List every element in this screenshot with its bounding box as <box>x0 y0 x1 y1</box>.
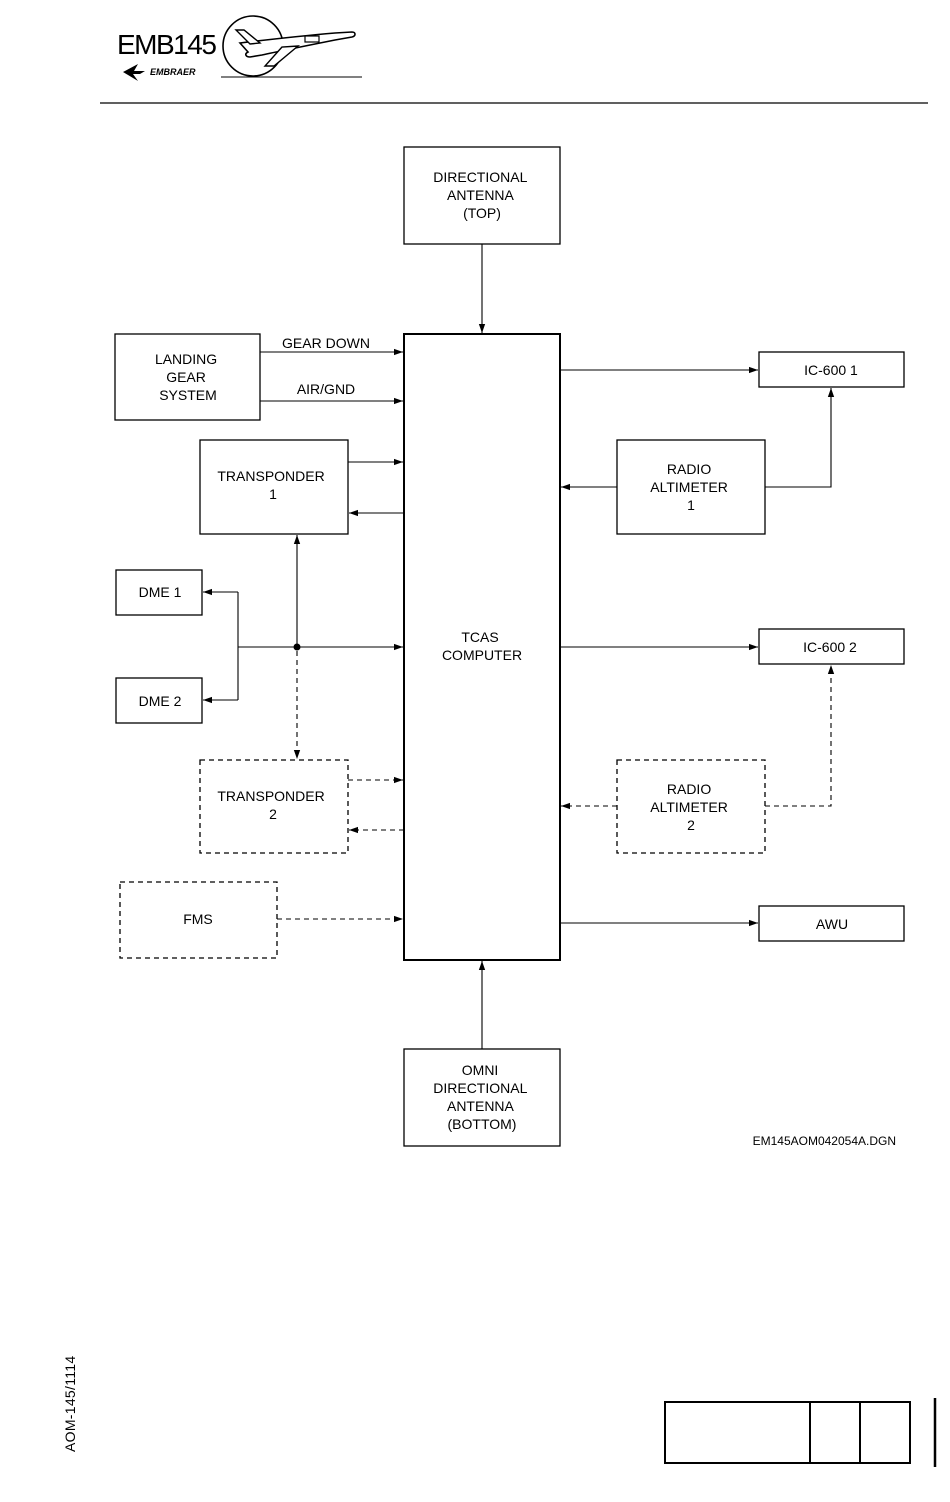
aircraft-icon <box>223 16 355 76</box>
embraer-logo: EMB145 EMBRAER <box>117 16 362 81</box>
ic600-1-label: IC-600 1 <box>804 362 858 378</box>
dme-1-label: DME 1 <box>139 584 182 600</box>
awu-label: AWU <box>816 916 848 932</box>
radio-altimeter-1-label: RADIO ALTIMETER 1 <box>650 461 731 513</box>
ic600-2-label: IC-600 2 <box>803 639 857 655</box>
gear-down-signal-label: GEAR DOWN <box>282 335 370 351</box>
radio-altimeter-1-to-ic600-1-line <box>765 388 831 487</box>
transponder-2-label: TRANSPONDER 2 <box>217 788 328 822</box>
document-code: AOM-145/1114 <box>62 1356 78 1452</box>
directional-antenna-label: DIRECTIONAL ANTENNA (TOP) <box>433 169 531 221</box>
bus-junction-dot <box>294 644 301 651</box>
tcas-computer-label: TCAS COMPUTER <box>442 629 522 663</box>
radio-altimeter-2-to-ic600-2-line <box>765 665 831 806</box>
dme-2-label: DME 2 <box>139 693 182 709</box>
logo-model-text: EMB145 <box>117 29 216 60</box>
logo-brand-text: EMBRAER <box>150 67 196 77</box>
revision-block <box>665 1402 910 1463</box>
landing-gear-label: LANDING GEAR SYSTEM <box>155 351 221 403</box>
omni-antenna-label: OMNI DIRECTIONAL ANTENNA (BOTTOM) <box>433 1062 531 1132</box>
radio-altimeter-2-label: RADIO ALTIMETER 2 <box>650 781 731 833</box>
embraer-emblem-icon <box>123 64 145 81</box>
air-gnd-signal-label: AIR/GND <box>297 381 355 397</box>
fms-label: FMS <box>183 911 213 927</box>
transponder-1-label: TRANSPONDER 1 <box>217 468 328 502</box>
drawing-id-label: EM145AOM042054A.DGN <box>753 1134 896 1148</box>
